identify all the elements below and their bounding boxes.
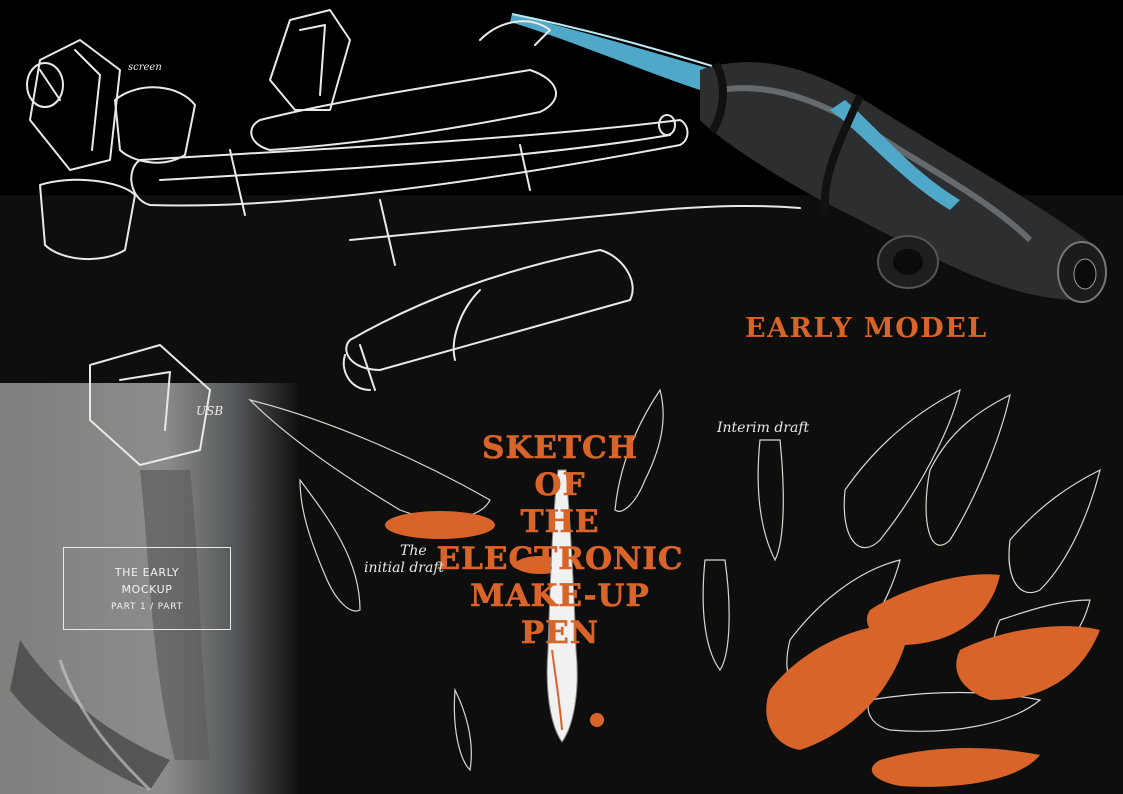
mockup-title-line2: MOCKUP: [121, 583, 173, 596]
rendered-pen-icon: [510, 13, 1107, 303]
mockup-part-label: PART 1 / PART: [111, 602, 183, 612]
headline-line: OF: [534, 467, 586, 504]
annotation-usb: USB: [196, 404, 224, 418]
mockup-title-line1: THE EARLY: [114, 566, 180, 579]
headline-line: SKETCH: [482, 430, 638, 467]
early-model-title: EARLY MODEL: [745, 313, 988, 344]
brush-head-icon: [546, 469, 578, 743]
annotation-initial-draft-line1: The: [400, 543, 427, 559]
headline-line: PEN: [520, 615, 600, 652]
orange-accents: [385, 511, 1100, 787]
annotation-interim-draft: Interim draft: [717, 420, 810, 436]
headline-line: THE: [520, 504, 600, 541]
annotation-initial-draft-line2: initial draft: [364, 560, 445, 576]
mockup-title: THE EARLY MOCKUP: [64, 564, 230, 598]
headline-line: ELECTRONIC: [436, 541, 684, 578]
mockup-caption-frame: THE EARLY MOCKUP PART 1 / PART: [63, 547, 231, 630]
annotation-screen: screen: [128, 62, 162, 73]
mockup-photo-shading: [10, 470, 210, 792]
headline-title: SKETCH OF THE ELECTRONIC MAKE-UP PEN: [430, 430, 690, 652]
wireframe-pen-icon: [26, 9, 801, 466]
headline-line: MAKE-UP: [470, 578, 650, 615]
